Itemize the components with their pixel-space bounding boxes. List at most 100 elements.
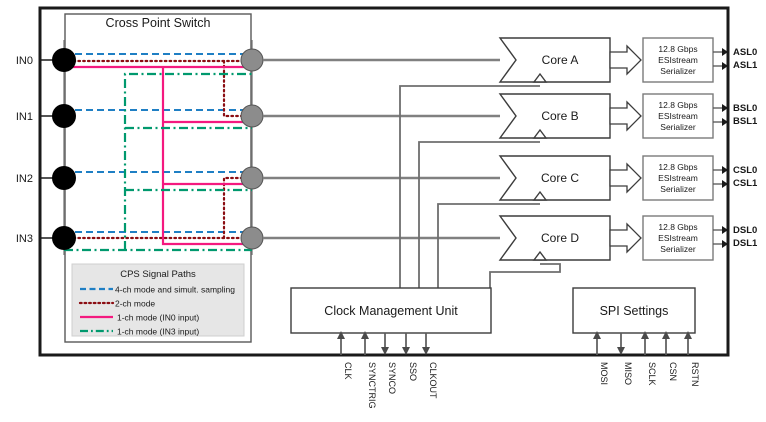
core-b-clock-notch-icon [532, 128, 548, 139]
arrow-up-icon [684, 331, 692, 339]
path-1ch-mode-in3 [64, 72, 252, 252]
legend-label-1ch-in3: 1-ch mode (IN3 input) [117, 327, 199, 337]
legend-label-4ch: 4-ch mode and simult. sampling [115, 285, 235, 295]
arrow-core-d [609, 222, 642, 254]
arrow-down-icon [381, 347, 389, 355]
serializer-blocks: 12.8 Gbps ESIstream Serializer 12.8 Gbps… [642, 37, 714, 261]
serializer-c-line1: 12.8 Gbps [658, 162, 697, 172]
cps-legend: CPS Signal Paths 4-ch mode and simult. s… [71, 263, 245, 337]
chip-boundary [38, 6, 730, 357]
output-arrow-bsl1-icon [722, 118, 728, 126]
spi-pin-rstn: RSTN [684, 331, 700, 387]
legend-item-4ch: 4-ch mode and simult. sampling [80, 285, 235, 295]
path-2ch-mode [62, 59, 254, 240]
serializer-d-body [642, 215, 714, 261]
cross-point-switch-title: Cross Point Switch [106, 16, 211, 30]
input-node-in1: IN1 [16, 104, 76, 128]
core-b[interactable]: Core B [498, 93, 611, 139]
cps-output-node-0 [240, 48, 264, 72]
output-label-dsl1: DSL1 [733, 238, 758, 249]
spi-pin-csn: CSN [662, 331, 678, 381]
legend-title: CPS Signal Paths [120, 269, 196, 280]
output-label-csl0: CSL0 [733, 165, 757, 176]
core-d-body [498, 215, 611, 261]
output-arrow-csl0-icon [722, 166, 728, 174]
serializer-c-line3: Serializer [660, 184, 696, 194]
input-label-in1: IN1 [16, 111, 33, 123]
core-d-label: Core D [541, 231, 579, 245]
cps-to-core-wires [263, 58, 500, 240]
core-a-clock-notch-icon [532, 72, 548, 83]
core-c-clock-notch-icon [532, 190, 548, 201]
core-b-label: Core B [541, 109, 578, 123]
legend-label-2ch: 2-ch mode [115, 299, 155, 309]
arrow-up-icon [361, 331, 369, 339]
core-d[interactable]: Core D [498, 215, 611, 261]
serializer-b[interactable]: 12.8 Gbps ESIstream Serializer [642, 93, 714, 139]
cps-output-node-3 [240, 226, 264, 250]
serializer-c[interactable]: 12.8 Gbps ESIstream Serializer [642, 155, 714, 201]
cmu-pins: CLK SYNCTRIG SYNCO SSO CLKOUT [337, 331, 438, 409]
arrow-down-icon [617, 347, 625, 355]
core-b-body [498, 93, 611, 139]
serializer-d-line3: Serializer [660, 244, 696, 254]
cmu-pin-label-sso: SSO [408, 362, 418, 381]
core-blocks: Core A Core B Core C Core D [498, 37, 611, 261]
core-d-clock-notch-icon [532, 250, 548, 261]
arrow-up-icon [593, 331, 601, 339]
spi-pin-label-sclk: SCLK [647, 362, 657, 386]
output-label-asl0: ASL0 [733, 47, 757, 58]
serializer-a-line3: Serializer [660, 66, 696, 76]
spi-body [572, 287, 696, 334]
output-wires-c [713, 169, 722, 185]
input-label-in3: IN3 [16, 233, 33, 245]
serializer-outputs: ASL0 ASL1 BSL0 BSL1 CSL0 CSL1 DSL0 DSL1 [713, 47, 758, 249]
spi-pin-label-csn: CSN [668, 362, 678, 381]
output-wires-b [713, 107, 722, 123]
cmu-pin-label-clk: CLK [343, 362, 353, 380]
output-arrow-asl1-icon [722, 62, 728, 70]
core-c[interactable]: Core C [498, 155, 611, 201]
legend-item-2ch: 2-ch mode [78, 299, 155, 309]
output-label-csl1: CSL1 [733, 178, 758, 189]
legend-item-1ch-in0: 1-ch mode (IN0 input) [80, 313, 199, 323]
arrow-down-icon [422, 347, 430, 355]
arrow-core-c [609, 162, 642, 194]
spi-pin-label-mosi: MOSI [599, 362, 609, 385]
output-arrow-dsl0-icon [722, 226, 728, 234]
output-label-bsl1: BSL1 [733, 116, 758, 127]
cmu-pin-clk: CLK [337, 331, 353, 380]
serializer-b-line3: Serializer [660, 122, 696, 132]
core-to-serializer-arrows [609, 44, 642, 254]
clock-management-unit[interactable]: Clock Management Unit [290, 287, 492, 334]
serializer-a[interactable]: 12.8 Gbps ESIstream Serializer [642, 37, 714, 83]
serializer-b-line1: 12.8 Gbps [658, 100, 697, 110]
arrow-core-b [609, 100, 642, 132]
legend-background [71, 263, 245, 337]
spi-settings[interactable]: SPI Settings [572, 287, 696, 334]
core-c-body [498, 155, 611, 201]
legend-label-1ch-in0: 1-ch mode (IN0 input) [117, 313, 199, 323]
spi-pin-label-miso: MISO [623, 362, 633, 385]
serializer-c-line2: ESIstream [658, 173, 698, 183]
serializer-d[interactable]: 12.8 Gbps ESIstream Serializer [642, 215, 714, 261]
path-4ch-mode [64, 52, 252, 234]
cps-output-nodes [240, 48, 264, 250]
arrow-up-icon [662, 331, 670, 339]
input-node-in2: IN2 [16, 166, 76, 190]
output-wires-a [713, 51, 722, 67]
spi-pin-label-rstn: RSTN [690, 362, 700, 387]
spi-pin-miso: MISO [617, 333, 633, 385]
cmu-pin-label-synco: SYNCO [387, 362, 397, 394]
core-a-body [498, 37, 611, 83]
core-c-label: Core C [541, 171, 579, 185]
core-a[interactable]: Core A [498, 37, 611, 83]
arrow-up-icon [641, 331, 649, 339]
output-label-asl1: ASL1 [733, 60, 758, 71]
cmu-pin-label-clkout: CLKOUT [428, 362, 438, 399]
serializer-a-line1: 12.8 Gbps [658, 44, 697, 54]
serializer-a-body [642, 37, 714, 83]
output-arrow-asl0-icon [722, 48, 728, 56]
